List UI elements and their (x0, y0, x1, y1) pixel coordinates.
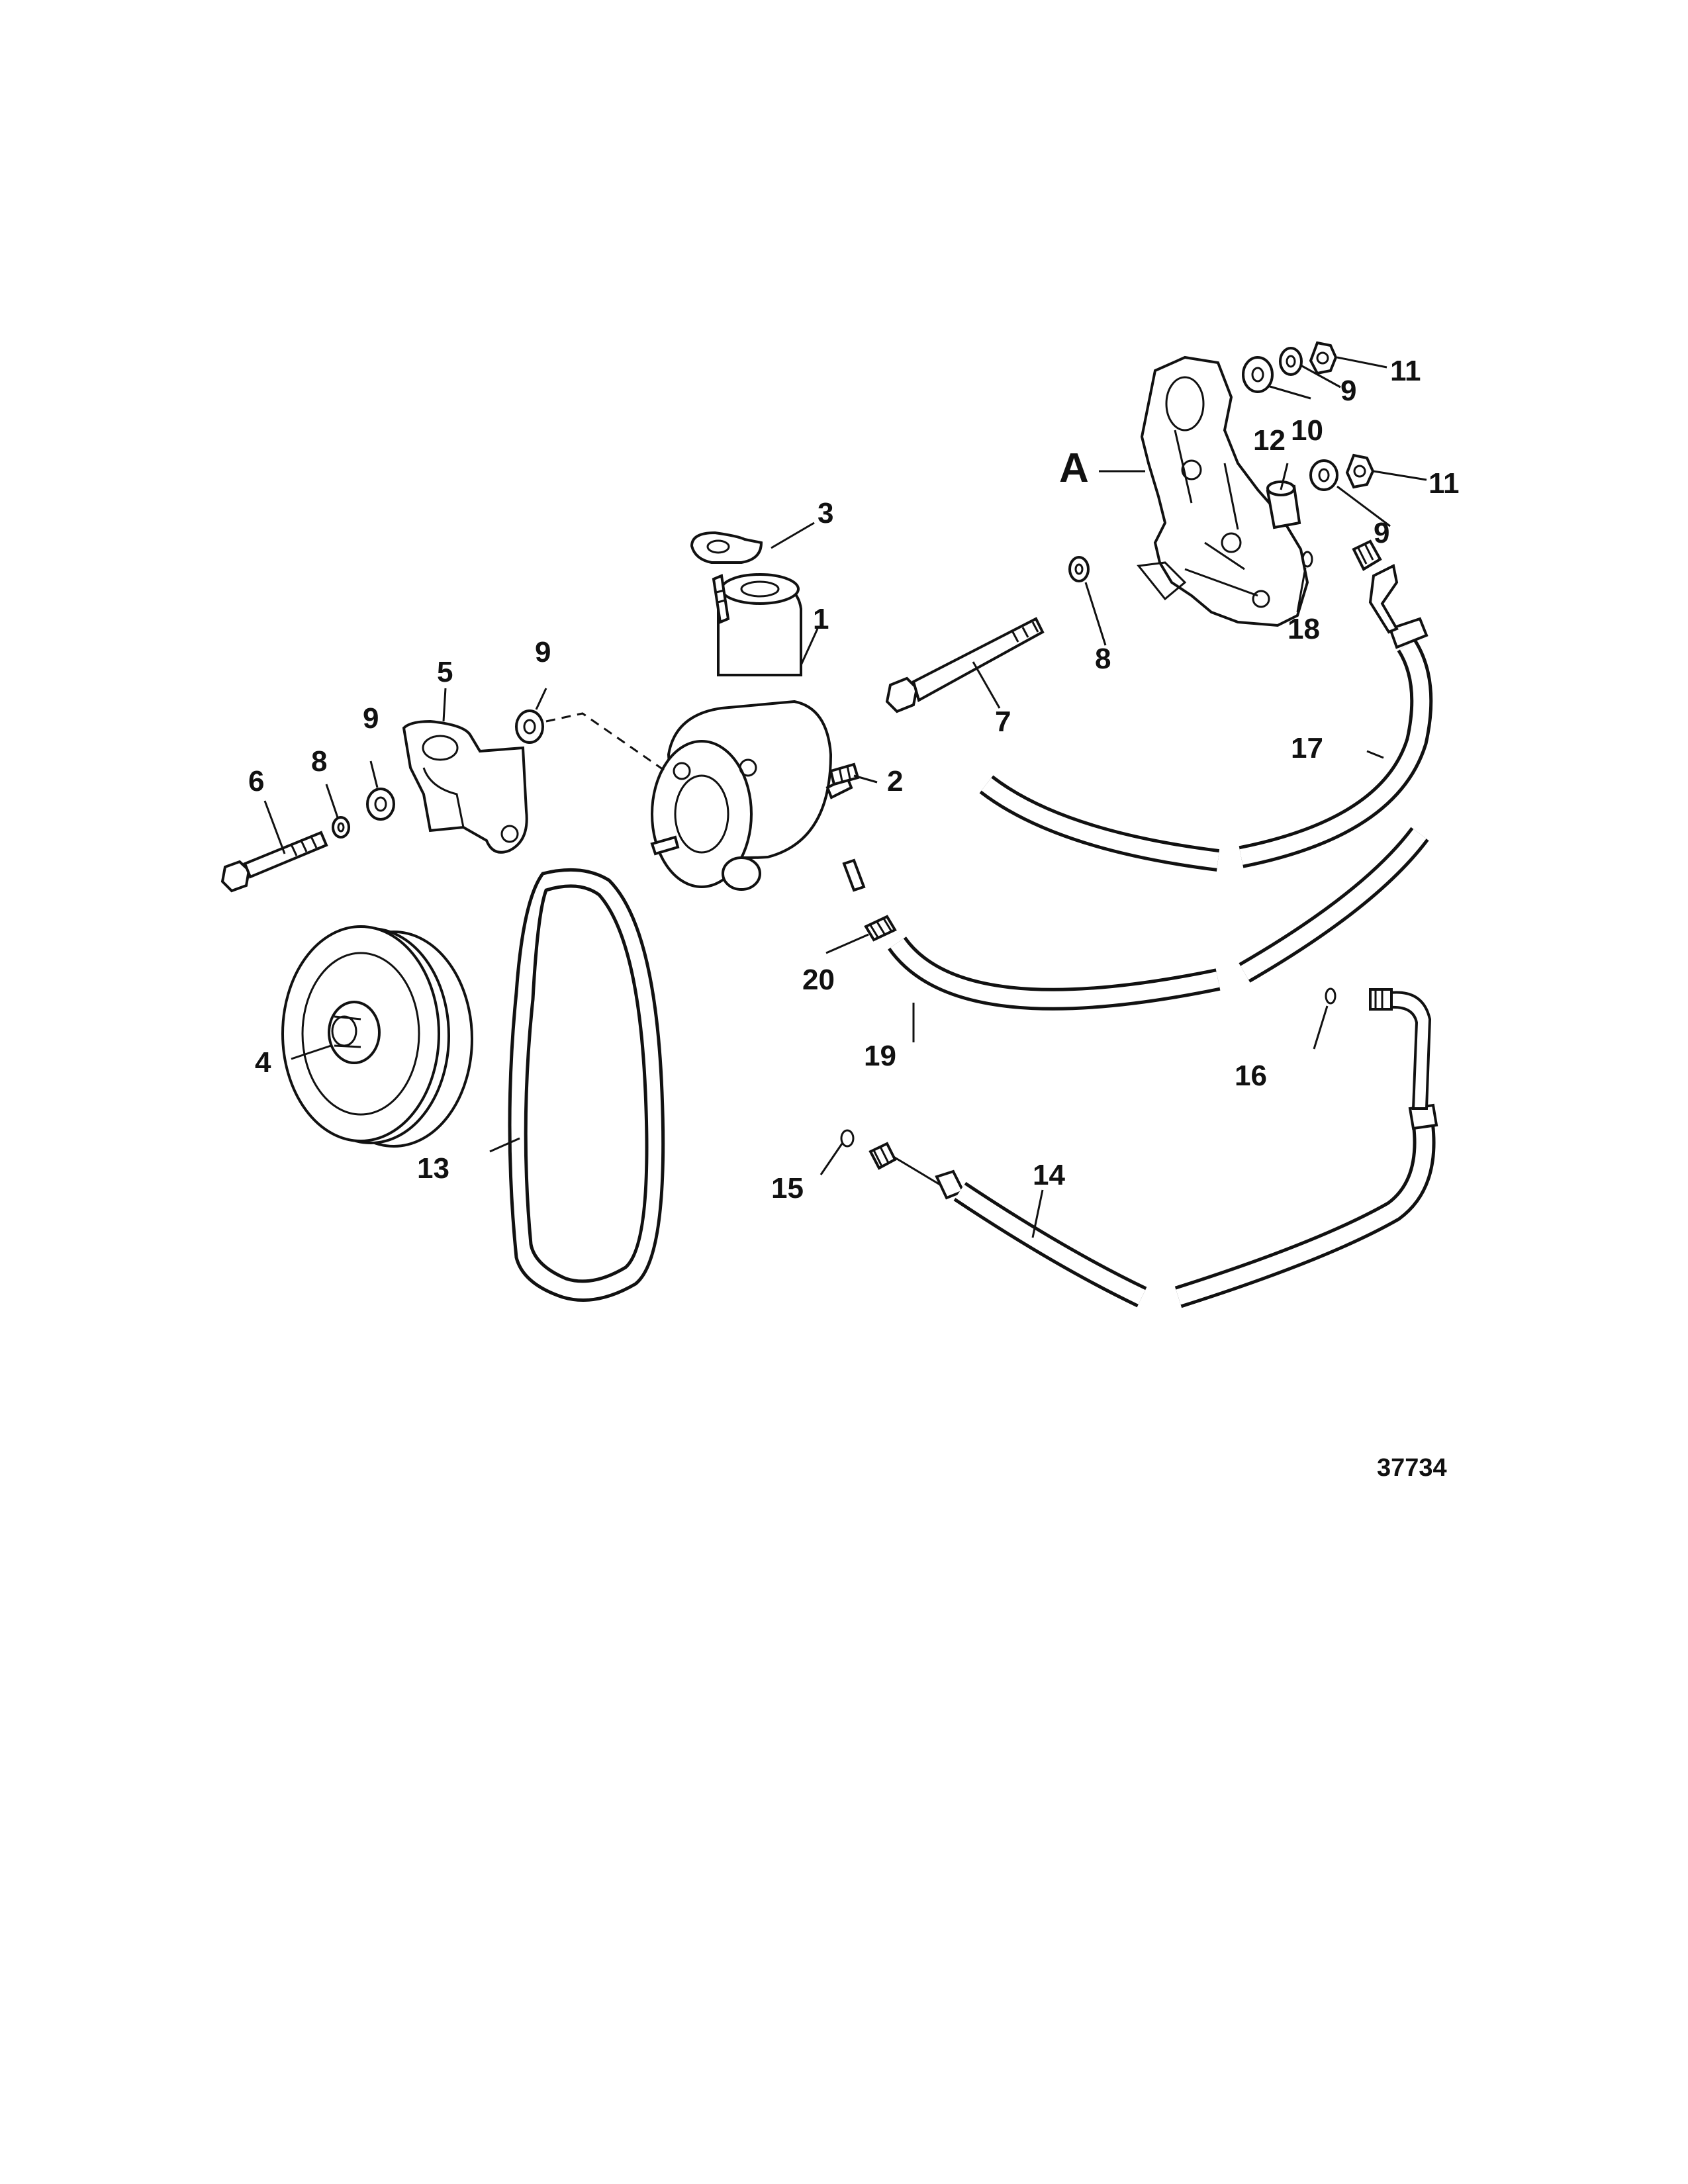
washer-10 (1242, 356, 1274, 393)
washer-9-lower (366, 788, 395, 821)
hose-19 (888, 827, 1429, 1011)
callout-6: 6 (248, 765, 264, 797)
leader-lines (263, 356, 1427, 1238)
callout-2: 2 (887, 765, 903, 797)
lockwasher-9-lower (1309, 459, 1338, 491)
fitting-20 (864, 915, 897, 942)
callout-15: 15 (771, 1172, 804, 1205)
o-ring-16 (1325, 987, 1336, 1005)
callout-9-left: 9 (363, 702, 379, 735)
detail-label-a: A (1059, 445, 1089, 491)
callout-11-lower: 11 (1429, 467, 1460, 500)
washer-9-near-pump (515, 709, 544, 744)
o-ring-15 (840, 1129, 855, 1148)
callout-16: 16 (1235, 1060, 1267, 1092)
pulley-4 (281, 925, 473, 1148)
drive-belt-13 (508, 868, 665, 1302)
callout-7: 7 (995, 705, 1011, 738)
callout-9-upper: 9 (535, 636, 551, 668)
callout-8-right: 8 (1095, 643, 1111, 675)
lockwasher-8-left (332, 816, 350, 839)
bolt-6 (220, 831, 328, 893)
callout-1: 1 (813, 603, 829, 635)
callout-9-bracket-upper: 9 (1340, 375, 1356, 407)
callout-14: 14 (1033, 1159, 1065, 1191)
spacer-12 (1266, 480, 1301, 529)
callout-5: 5 (437, 656, 453, 688)
hose-14 (868, 988, 1438, 1308)
pump-bracket-5 (402, 719, 528, 854)
callout-20: 20 (802, 964, 835, 996)
callout-18: 18 (1288, 613, 1320, 645)
callout-8-left: 8 (311, 745, 327, 778)
mounting-bracket (1137, 355, 1309, 627)
callouts: 1 2 3 4 5 6 7 8 8 9 9 9 9 10 11 11 12 13… (248, 355, 1460, 1205)
nut-11-lower (1345, 453, 1375, 489)
callout-17: 17 (1291, 732, 1323, 764)
figure-number: 37734 (1377, 1454, 1447, 1482)
assembly-dashed-line (545, 712, 666, 772)
filler-cap-3 (690, 531, 763, 624)
callout-9-bracket-lower: 9 (1374, 517, 1389, 549)
callout-12: 12 (1253, 424, 1286, 457)
callout-3: 3 (818, 497, 833, 529)
callout-4: 4 (255, 1046, 271, 1079)
callout-11-upper: 11 (1390, 355, 1421, 387)
power-steering-pump (650, 573, 866, 892)
lockwasher-8-right (1068, 556, 1090, 582)
bolt-7 (885, 617, 1045, 713)
nut-11-upper (1309, 341, 1338, 375)
lockwasher-9-upper (1279, 347, 1303, 376)
o-ring-18 (1301, 551, 1313, 568)
callout-19: 19 (864, 1040, 896, 1072)
callout-13: 13 (417, 1152, 449, 1185)
hose-17 (979, 539, 1433, 872)
callout-10: 10 (1291, 414, 1323, 447)
fitting-2 (829, 762, 860, 786)
